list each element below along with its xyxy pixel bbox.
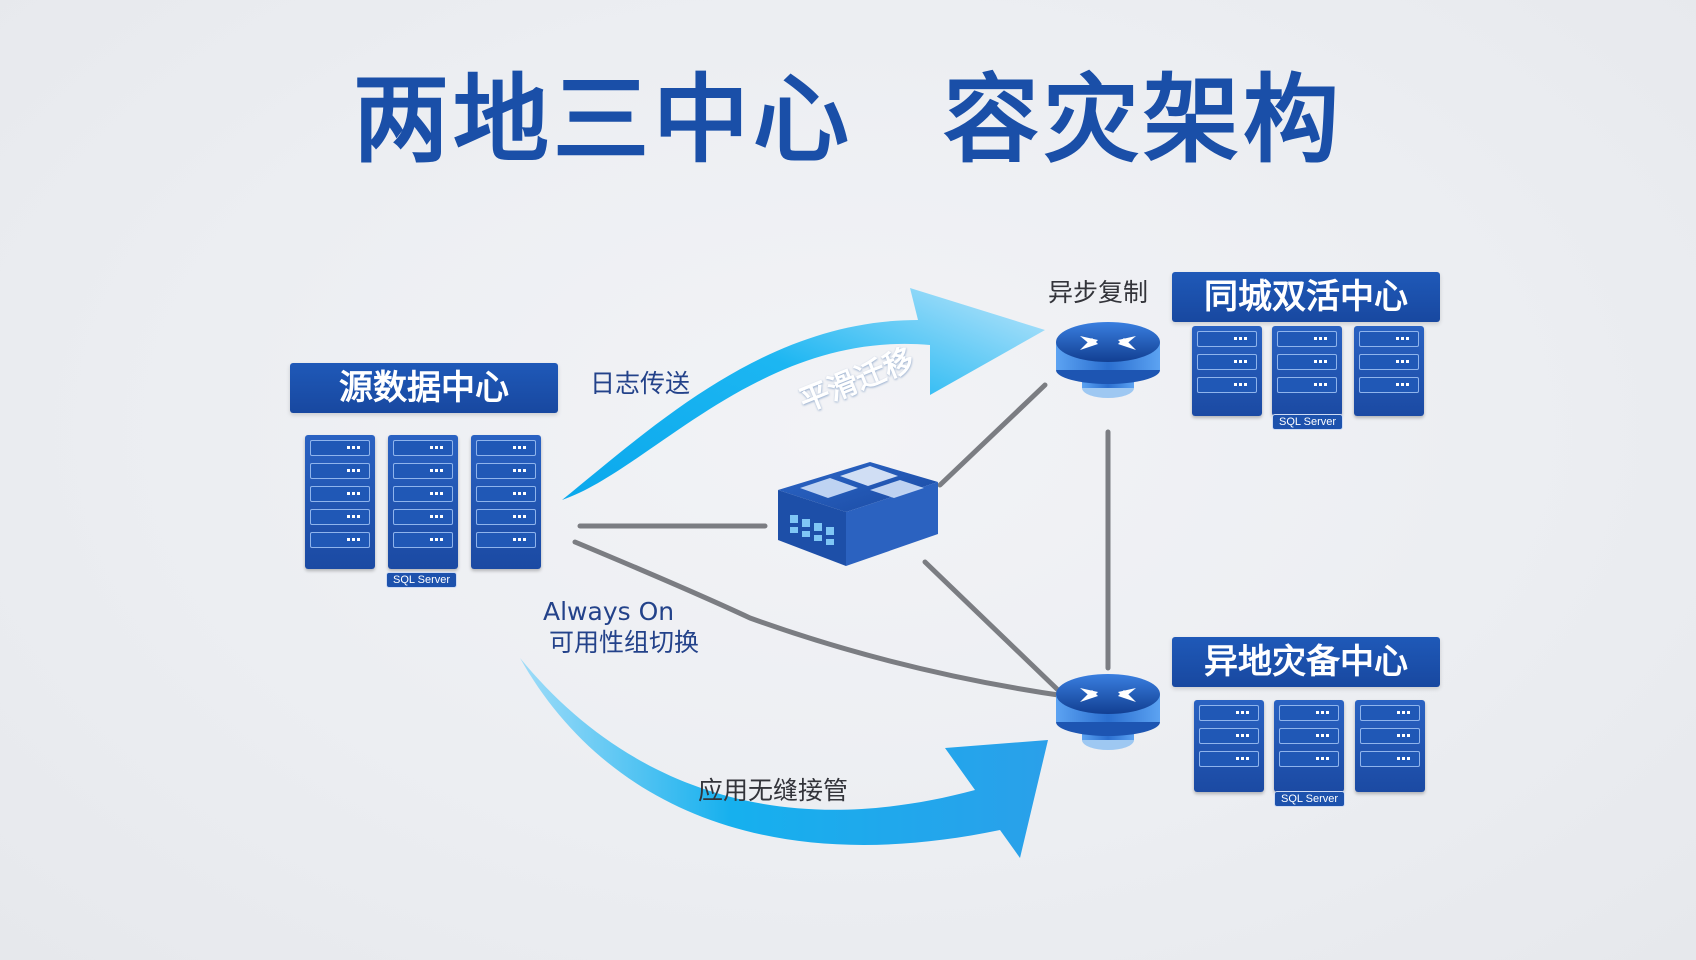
server-rack-icon <box>1274 700 1344 792</box>
source-sql-server-badge: SQL Server <box>386 572 458 588</box>
line-switch-samecity <box>937 382 1048 488</box>
title-part-2: 容灾架构 <box>943 64 1343 176</box>
takeover-arrow <box>520 658 1048 858</box>
remote-sql-server-badge: SQL Server <box>1274 791 1346 807</box>
router-icon-remote <box>1056 674 1160 750</box>
router-icon-samecity <box>1056 322 1160 398</box>
server-rack-icon <box>1354 326 1424 416</box>
seamless-takeover-note: 应用无缝接管 <box>698 776 849 805</box>
same-city-center-label: 同城双活中心 <box>1172 272 1440 322</box>
title-part-1: 两地三中心 <box>353 64 853 176</box>
connector-lines <box>572 382 1111 699</box>
server-rack-icon <box>388 435 458 569</box>
server-rack-icon <box>1272 326 1342 416</box>
migration-arrow <box>562 288 1045 500</box>
remote-center-label: 异地灾备中心 <box>1172 637 1440 687</box>
network-switch-icon <box>778 462 938 566</box>
server-rack-icon <box>1355 700 1425 792</box>
server-rack-icon <box>1194 700 1264 792</box>
log-shipping-note: 日志传送 <box>590 369 691 398</box>
source-center-label: 源数据中心 <box>290 363 558 413</box>
line-switch-remote <box>922 559 1061 693</box>
server-rack-icon <box>471 435 541 569</box>
always-on-line-2: 可用性组切换 <box>549 628 700 658</box>
async-replication-note: 异步复制 <box>1048 278 1149 307</box>
always-on-line-1: Always On <box>543 597 675 626</box>
server-rack-icon <box>1192 326 1262 416</box>
line-source-remote <box>572 539 1068 699</box>
same-city-sql-server-badge: SQL Server <box>1272 414 1344 430</box>
page-title: 两地三中心容灾架构 <box>0 72 1696 168</box>
always-on-note: Always On 可用性组切换 <box>543 596 699 659</box>
server-rack-icon <box>305 435 375 569</box>
